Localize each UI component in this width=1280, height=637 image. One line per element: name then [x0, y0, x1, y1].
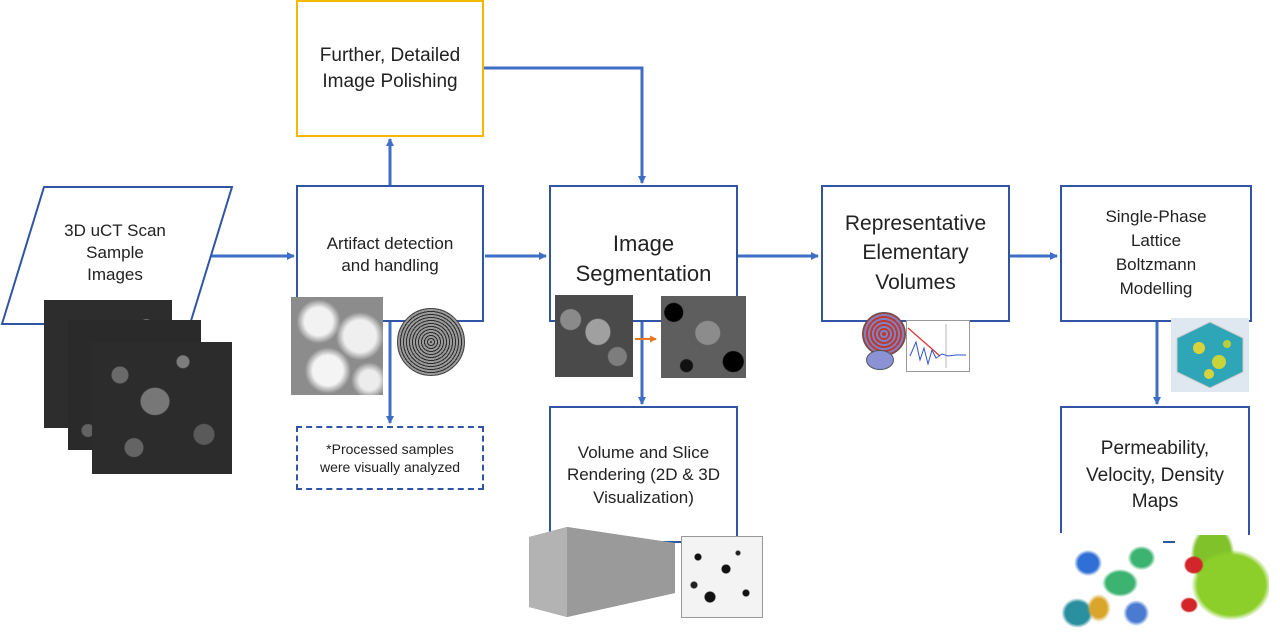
node-maps-label: Permeability, Velocity, Density Maps: [1086, 438, 1224, 513]
node-scan-label: 3D uCT Scan Sample Images: [64, 221, 166, 285]
segmentation-output-image: [661, 296, 746, 378]
node-image-segmentation-label: Image Segmentation: [575, 231, 712, 286]
rendering-3d-volume-image: [529, 527, 675, 617]
node-image-polishing-label: Further, Detailed Image Polishing: [319, 45, 461, 92]
node-note: *Processed samples were visually analyze…: [296, 426, 484, 490]
node-volume-rendering-label: Volume and Slice Rendering (2D & 3D Visu…: [566, 443, 721, 507]
node-lbm-label: Single-Phase Lattice Boltzmann Modelling: [1105, 207, 1207, 299]
segmentation-input-image: [555, 295, 633, 377]
node-rev-label: Representative Elementary Volumes: [844, 212, 987, 294]
segmentation-mini-arrow: [635, 335, 657, 343]
rev-sphere-image: [862, 312, 906, 356]
rev-plot-image: [906, 320, 970, 372]
artifact-ring-image: [397, 308, 465, 376]
arrow-polish-to-segmentation: [484, 66, 646, 184]
rev-small-sphere-image: [866, 350, 894, 370]
lbm-cube-image: [1171, 318, 1249, 392]
node-note-label: *Processed samples were visually analyze…: [319, 440, 461, 475]
node-maps: Permeability, Velocity, Density Maps: [1060, 406, 1250, 543]
node-lbm: Single-Phase Lattice Boltzmann Modelling: [1060, 185, 1252, 322]
node-rev: Representative Elementary Volumes: [821, 185, 1010, 322]
node-volume-rendering: Volume and Slice Rendering (2D & 3D Visu…: [549, 406, 738, 543]
maps-density-image: [1175, 535, 1269, 635]
maps-velocity-image: [1056, 533, 1163, 633]
artifact-blur-image: [291, 297, 383, 395]
lbm-cube-render: [1176, 321, 1244, 389]
node-artifact-detection-label: Artifact detection and handling: [326, 234, 454, 276]
node-image-polishing: Further, Detailed Image Polishing: [296, 0, 484, 137]
rendering-2d-slice-image: [681, 536, 763, 618]
ct-slice-image: [92, 342, 232, 474]
